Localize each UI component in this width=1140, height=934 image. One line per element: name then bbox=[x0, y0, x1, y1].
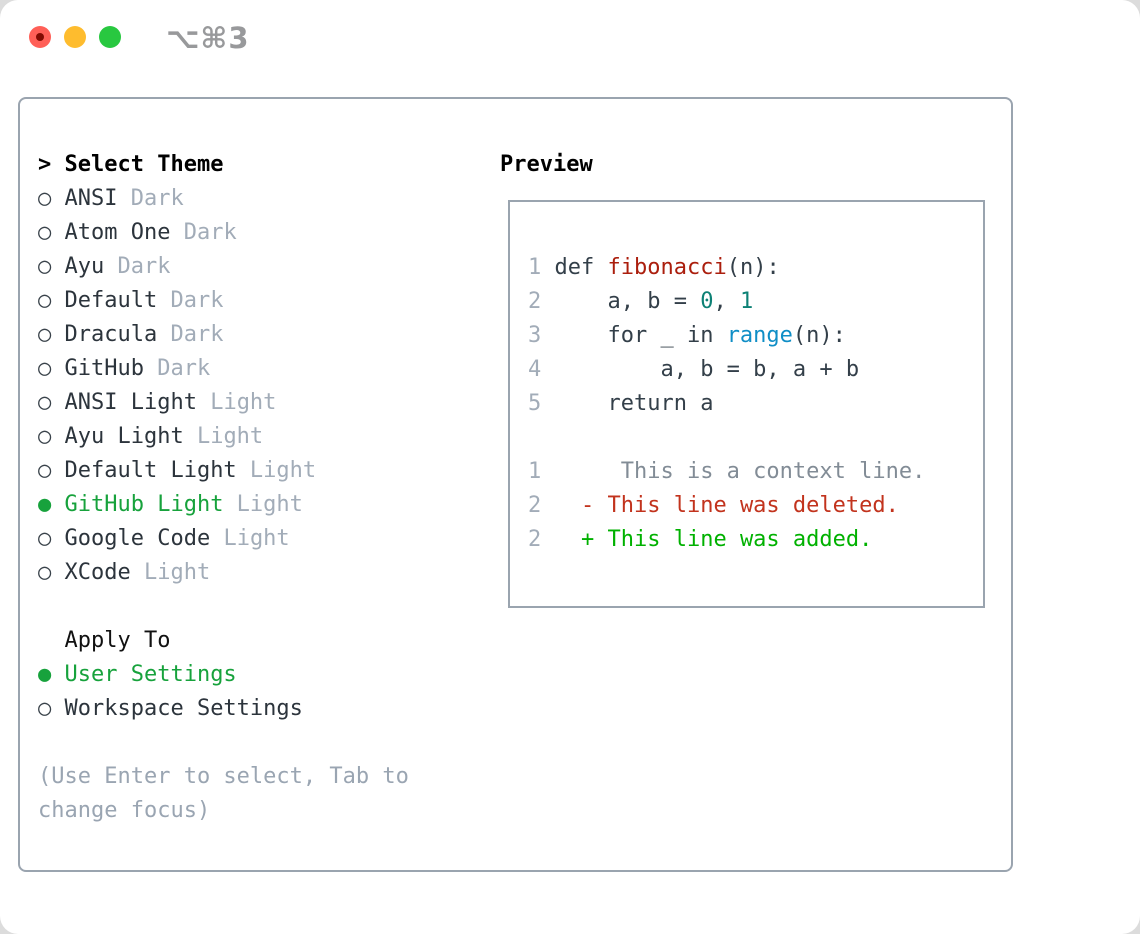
option-label: Ayu bbox=[51, 254, 105, 279]
radio-unselected-icon: ○ bbox=[38, 526, 52, 551]
variant-tag: Dark bbox=[170, 220, 237, 245]
option-label: GitHub Light bbox=[51, 492, 224, 517]
preview-header: Preview bbox=[500, 152, 593, 177]
option-label: Default bbox=[51, 288, 158, 313]
radio-selected-icon: ● bbox=[38, 492, 52, 517]
option-label: ANSI bbox=[51, 186, 118, 211]
option-label: Workspace Settings bbox=[51, 696, 303, 721]
line-number: 3 bbox=[528, 323, 542, 348]
maximize-button[interactable] bbox=[99, 26, 121, 48]
titlebar: ⌥⌘3 bbox=[0, 0, 1140, 75]
prompt-caret-icon: > bbox=[38, 152, 52, 177]
select-theme-header: > Select Theme bbox=[38, 148, 500, 182]
line-number: 1 bbox=[528, 459, 542, 484]
variant-tag: Dark bbox=[143, 356, 211, 381]
preview-line: 5 return a bbox=[528, 391, 714, 416]
radio-selected-icon: ● bbox=[38, 662, 52, 687]
theme-option-ansi-light[interactable]: ○ ANSI Light Light bbox=[38, 386, 500, 420]
radio-unselected-icon: ○ bbox=[38, 288, 52, 313]
variant-tag: Light bbox=[236, 458, 317, 483]
variant-tag: Dark bbox=[157, 322, 224, 347]
option-label: Ayu Light bbox=[51, 424, 184, 449]
preview-column: Preview 1 def fibonacci(n): 2 a, b = 0, 1… bbox=[500, 148, 1005, 608]
option-label: ANSI Light bbox=[51, 390, 197, 415]
theme-option-ayu-light[interactable]: ○ Ayu Light Light bbox=[38, 420, 500, 454]
minimize-button[interactable] bbox=[64, 26, 86, 48]
radio-unselected-icon: ○ bbox=[38, 322, 52, 347]
theme-option-default-light[interactable]: ○ Default Light Light bbox=[38, 454, 500, 488]
theme-option-atom-one[interactable]: ○ Atom One Dark bbox=[38, 216, 500, 250]
theme-option-github[interactable]: ○ GitHub Dark bbox=[38, 352, 500, 386]
theme-option-google-code[interactable]: ○ Google Code Light bbox=[38, 522, 500, 556]
option-label: XCode bbox=[51, 560, 131, 585]
radio-unselected-icon: ○ bbox=[38, 424, 52, 449]
preview-line: 2 + This line was added. bbox=[528, 527, 873, 552]
theme-option-ayu[interactable]: ○ Ayu Dark bbox=[38, 250, 500, 284]
preview-line: 3 for _ in range(n): bbox=[528, 323, 846, 348]
radio-unselected-icon: ○ bbox=[38, 390, 52, 415]
radio-unselected-icon: ○ bbox=[38, 254, 52, 279]
line-number: 2 bbox=[528, 493, 542, 518]
preview-line: 1 This is a context line. bbox=[528, 459, 926, 484]
window-shortcut-label: ⌥⌘3 bbox=[166, 21, 250, 55]
spacer bbox=[38, 590, 500, 624]
preview-line: 2 - This line was deleted. bbox=[528, 493, 899, 518]
close-dot-icon bbox=[36, 33, 44, 41]
diff-preview: 1 This is a context line. 2 - This line w… bbox=[528, 455, 983, 557]
variant-tag: Dark bbox=[117, 186, 184, 211]
option-label: User Settings bbox=[51, 662, 237, 687]
line-number: 2 bbox=[528, 527, 542, 552]
preview-box: 1 def fibonacci(n): 2 a, b = 0, 1 3 for _ … bbox=[508, 200, 985, 608]
option-label: Default Light bbox=[51, 458, 237, 483]
theme-picker-panel: > Select Theme ○ ANSI Dark○ Atom One Dar… bbox=[18, 97, 1013, 872]
theme-option-github-light[interactable]: ● GitHub Light Light bbox=[38, 488, 500, 522]
preview-line: 4 a, b = b, a + b bbox=[528, 357, 860, 382]
radio-unselected-icon: ○ bbox=[38, 560, 52, 585]
theme-option-xcode[interactable]: ○ XCode Light bbox=[38, 556, 500, 590]
preview-line: 1 def fibonacci(n): bbox=[528, 255, 780, 280]
radio-unselected-icon: ○ bbox=[38, 356, 52, 381]
apply-to-header: Apply To bbox=[64, 628, 171, 653]
variant-tag: Dark bbox=[104, 254, 171, 279]
variant-tag: Light bbox=[210, 526, 290, 551]
variant-tag: Light bbox=[130, 560, 211, 585]
variant-tag: Light bbox=[183, 424, 264, 449]
radio-unselected-icon: ○ bbox=[38, 220, 52, 245]
line-number: 4 bbox=[528, 357, 542, 382]
variant-tag: Light bbox=[196, 390, 277, 415]
preview-line: 2 a, b = 0, 1 bbox=[528, 289, 754, 314]
option-label: Google Code bbox=[51, 526, 211, 551]
radio-unselected-icon: ○ bbox=[38, 458, 52, 483]
hint-line-1: (Use Enter to select, Tab to bbox=[38, 764, 409, 789]
hint-line-2: change focus) bbox=[38, 798, 211, 823]
spacer bbox=[528, 421, 983, 455]
apply-option-user-settings[interactable]: ● User Settings bbox=[38, 658, 500, 692]
theme-selector-column: > Select Theme ○ ANSI Dark○ Atom One Dar… bbox=[38, 148, 500, 828]
theme-option-dracula[interactable]: ○ Dracula Dark bbox=[38, 318, 500, 352]
code-preview: 1 def fibonacci(n): 2 a, b = 0, 1 3 for _ … bbox=[528, 251, 983, 421]
select-theme-title: Select Theme bbox=[64, 152, 224, 177]
radio-unselected-icon: ○ bbox=[38, 186, 52, 211]
spacer bbox=[38, 726, 500, 760]
line-number: 2 bbox=[528, 289, 542, 314]
variant-tag: Dark bbox=[157, 288, 224, 313]
option-label: GitHub bbox=[51, 356, 144, 381]
theme-option-ansi[interactable]: ○ ANSI Dark bbox=[38, 182, 500, 216]
line-number: 5 bbox=[528, 391, 542, 416]
close-button[interactable] bbox=[29, 26, 51, 48]
apply-option-workspace-settings[interactable]: ○ Workspace Settings bbox=[38, 692, 500, 726]
apply-to-list: ● User Settings○ Workspace Settings bbox=[38, 658, 500, 726]
variant-tag: Light bbox=[223, 492, 303, 517]
option-label: Dracula bbox=[51, 322, 158, 347]
line-number: 1 bbox=[528, 255, 542, 280]
theme-list: ○ ANSI Dark○ Atom One Dark○ Ayu Dark○ De… bbox=[38, 182, 500, 590]
option-label: Atom One bbox=[51, 220, 171, 245]
theme-option-default[interactable]: ○ Default Dark bbox=[38, 284, 500, 318]
radio-unselected-icon: ○ bbox=[38, 696, 52, 721]
